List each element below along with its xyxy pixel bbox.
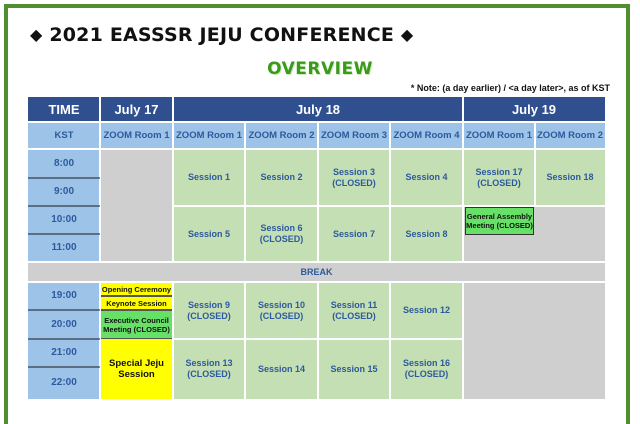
session-cell: Session 5 (173, 206, 245, 262)
session-cell: Session 8 (390, 206, 463, 262)
session-status: (CLOSED) (332, 177, 376, 188)
session-cell: Session 12 (390, 282, 463, 339)
time-slot: 10:00 (28, 206, 100, 234)
session-cell: Session 16 (CLOSED) (390, 339, 463, 399)
time-slot: 11:00 (28, 234, 100, 262)
empty-slot (463, 282, 605, 399)
session-name: Session 17 (475, 166, 523, 177)
room-header: ZOOM Room 2 (245, 122, 318, 149)
opening-ceremony-cell: Opening Ceremony (100, 282, 173, 296)
time-slot: 22:00 (28, 367, 100, 399)
room-header: ZOOM Room 1 (173, 122, 245, 149)
time-slot: 8:00 (28, 149, 100, 178)
timezone-note: * Note: (a day earlier) / <a day later>,… (410, 83, 610, 93)
session-cell: Session 11 (CLOSED) (318, 282, 390, 339)
room-header: ZOOM Room 4 (390, 122, 463, 149)
session-status: (CLOSED) (187, 310, 231, 321)
session-cell: Session 17 (CLOSED) (463, 149, 535, 206)
session-cell: Session 3 (CLOSED) (318, 149, 390, 206)
general-assembly-cell: General Assembly Meeting (CLOSED) (465, 207, 534, 235)
session-name: Session 11 (330, 299, 378, 310)
session-name: Session 3 (332, 166, 376, 177)
session-status: (CLOSED) (259, 310, 304, 321)
time-slot: 19:00 (28, 282, 100, 310)
room-header: ZOOM Room 3 (318, 122, 390, 149)
conference-title: 2021 EASSSR JEJU CONFERENCE (49, 24, 395, 46)
page-title: ◆ 2021 EASSSR JEJU CONFERENCE ◆ (30, 24, 413, 50)
session-cell: Session 15 (318, 339, 390, 399)
schedule-table: TIME July 17 July 18 July 19 KST ZOOM Ro… (28, 97, 605, 399)
session-cell: Session 10 (CLOSED) (245, 282, 318, 339)
session-cell: Session 14 (245, 339, 318, 399)
session-cell: Session 9 (CLOSED) (173, 282, 245, 339)
day-header: July 18 (173, 97, 463, 122)
room-header: ZOOM Room 2 (535, 122, 605, 149)
session-cell: Session 7 (318, 206, 390, 262)
session-cell: Session 6 (CLOSED) (245, 206, 318, 262)
session-status: (CLOSED) (332, 310, 376, 321)
session-name: Session 16 (402, 358, 451, 369)
session-status: (CLOSED) (477, 177, 521, 188)
session-name: Session 6 (260, 223, 303, 234)
time-slot: 21:00 (28, 339, 100, 367)
session-status: (CLOSED) (404, 369, 449, 379)
diamond-icon: ◆ (30, 25, 43, 44)
session-name: Session 13 (185, 358, 233, 369)
session-cell: Session 18 (535, 149, 605, 206)
session-cell: Session 4 (390, 149, 463, 206)
time-header: TIME (28, 97, 100, 122)
time-slot: 20:00 (28, 310, 100, 339)
session-cell: Session 13 (CLOSED) (173, 339, 245, 399)
session-status: (CLOSED) (259, 234, 304, 244)
session-status: (CLOSED) (187, 369, 231, 379)
keynote-session-cell: Keynote Session (100, 296, 173, 310)
session-cell: Session 2 (245, 149, 318, 206)
overview-heading: OVERVIEW (267, 59, 373, 79)
day-header: July 19 (463, 97, 605, 122)
session-cell: Session 1 (173, 149, 245, 206)
special-jeju-session-cell: Special Jeju Session (100, 339, 173, 399)
break-row: BREAK (28, 262, 605, 282)
session-name: Session 10 (257, 299, 306, 310)
time-slot: 9:00 (28, 178, 100, 206)
kst-label: KST (28, 122, 100, 149)
room-header: ZOOM Room 1 (463, 122, 535, 149)
diamond-icon: ◆ (400, 25, 414, 44)
empty-slot (100, 149, 173, 262)
session-name: Session 9 (187, 299, 231, 310)
day-header: July 17 (100, 97, 173, 122)
room-header: ZOOM Room 1 (100, 122, 173, 149)
executive-council-cell: Executive Council Meeting (CLOSED) (100, 310, 173, 339)
